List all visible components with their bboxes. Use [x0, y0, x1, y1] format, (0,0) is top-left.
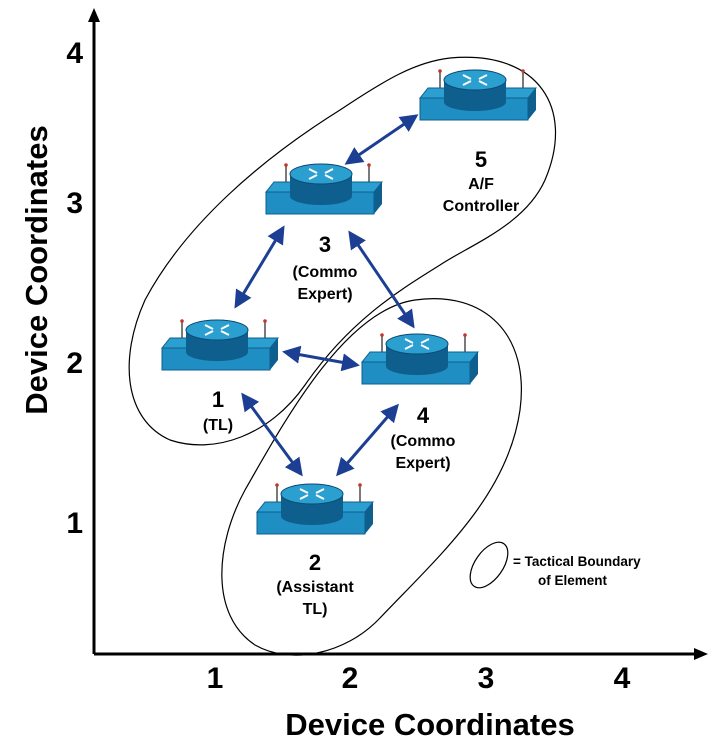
x-tick-4: 4: [614, 662, 631, 695]
device-5[interactable]: 5A/F Controller: [418, 69, 538, 215]
router-icon-4[interactable]: [360, 333, 480, 385]
x-tick-1: 1: [207, 662, 224, 695]
device-links: [234, 114, 419, 477]
device-4-number: 4: [417, 403, 430, 428]
x-tick-2: 2: [342, 662, 359, 695]
device-1-role-line-1: (TL): [203, 417, 233, 434]
link-1-3: [234, 225, 285, 309]
link-1-4: [282, 345, 360, 372]
device-5-role-line-1: A/F: [468, 176, 494, 193]
device-2-number: 2: [309, 550, 321, 575]
router-icon-2[interactable]: [255, 483, 375, 535]
x-axis-title: Device Coordinates: [285, 707, 574, 740]
devices: 1(TL)2(AssistantTL)3(CommoExpert)4(Commo…: [160, 69, 538, 618]
y-tick-3: 3: [66, 187, 83, 220]
link-3-4: [348, 230, 415, 329]
router-icon-3[interactable]: [264, 163, 384, 215]
device-3-number: 3: [319, 232, 331, 257]
device-1-number: 1: [212, 387, 224, 412]
y-tick-1: 1: [66, 507, 83, 540]
legend-line-1: = Tactical Boundary: [513, 554, 641, 569]
link-3-5: [344, 114, 419, 165]
axes: 1 2 3 4 1 2 3 4 Device Coordinates Devic…: [19, 8, 708, 740]
y-axis-title: Device Coordinates: [19, 125, 54, 414]
legend-boundary-symbol: [469, 541, 509, 589]
legend: = Tactical Boundary of Element: [469, 541, 641, 589]
link-1-2: [241, 392, 303, 477]
x-axis-arrow: [694, 648, 708, 660]
y-tick-2: 2: [66, 347, 83, 380]
router-icon-1[interactable]: [160, 319, 280, 371]
y-axis-arrow: [88, 8, 100, 22]
device-3-role-line-2: Expert): [297, 286, 352, 303]
device-4-role-line-2: Expert): [395, 455, 450, 472]
device-2-role-line-1: (Assistant: [276, 579, 354, 596]
device-3-role-line-1: (Commo: [293, 264, 358, 281]
router-icon-5[interactable]: [418, 69, 538, 121]
device-1[interactable]: 1 (TL): [160, 319, 280, 434]
y-tick-4: 4: [66, 37, 83, 70]
x-tick-3: 3: [478, 662, 495, 695]
device-2-role-line-2: TL): [303, 601, 328, 618]
boundary-upper-element: [128, 56, 557, 446]
device-4-role-line-1: (Commo: [391, 433, 456, 450]
link-4-2: [336, 403, 399, 477]
legend-line-2: of Element: [538, 573, 608, 588]
device-5-number: 5: [475, 147, 487, 172]
device-5-role-line-2: Controller: [443, 198, 519, 215]
